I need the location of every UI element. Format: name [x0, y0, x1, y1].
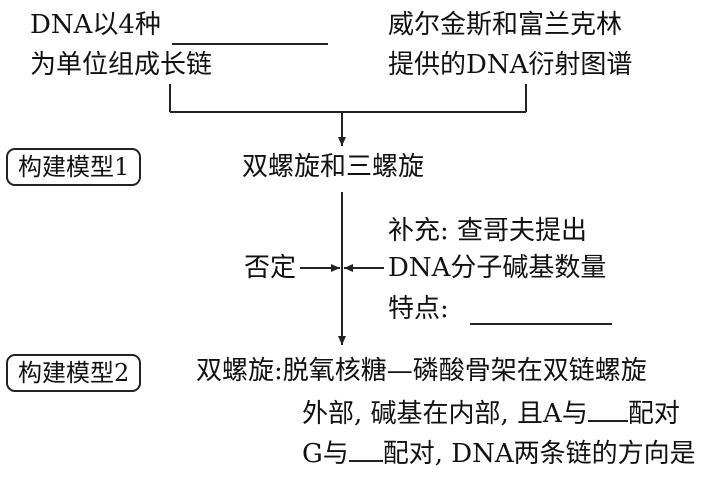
model2-line3-part2: 配对, DNA两条链的方向是: [382, 439, 696, 469]
source-right-line2: 提供的DNA衍射图谱: [388, 50, 633, 80]
supplement-line2: DNA分子碱基数量: [388, 253, 607, 283]
model2-line2-part2: 配对: [627, 399, 680, 429]
model2-line3: G与 配对, DNA两条链的方向是: [302, 434, 696, 471]
model1-box: 构建模型1: [6, 148, 142, 186]
model2-line1: 双螺旋:脱氧核糖—磷酸骨架在双链螺旋: [196, 356, 647, 386]
supplement-line3: 特点:: [388, 294, 449, 324]
supplement-line1: 补充: 查哥夫提出: [388, 216, 588, 246]
model2-line3-part1: G与: [302, 439, 349, 469]
model2-line2: 外部, 碱基在内部, 且A与 配对: [302, 394, 680, 431]
source-left-line1: DNA以4种: [30, 10, 161, 40]
model2-line2-part1: 外部, 碱基在内部, 且A与: [302, 399, 588, 429]
source-left-line2: 为单位组成长链: [30, 50, 213, 80]
model1-result: 双螺旋和三螺旋: [242, 152, 425, 182]
blank-pair-a: [587, 394, 628, 422]
negation-label: 否定: [244, 253, 297, 283]
blank-pair-g: [348, 434, 383, 462]
model2-box: 构建模型2: [6, 354, 142, 392]
source-right-line1: 威尔金斯和富兰克林: [388, 10, 623, 40]
